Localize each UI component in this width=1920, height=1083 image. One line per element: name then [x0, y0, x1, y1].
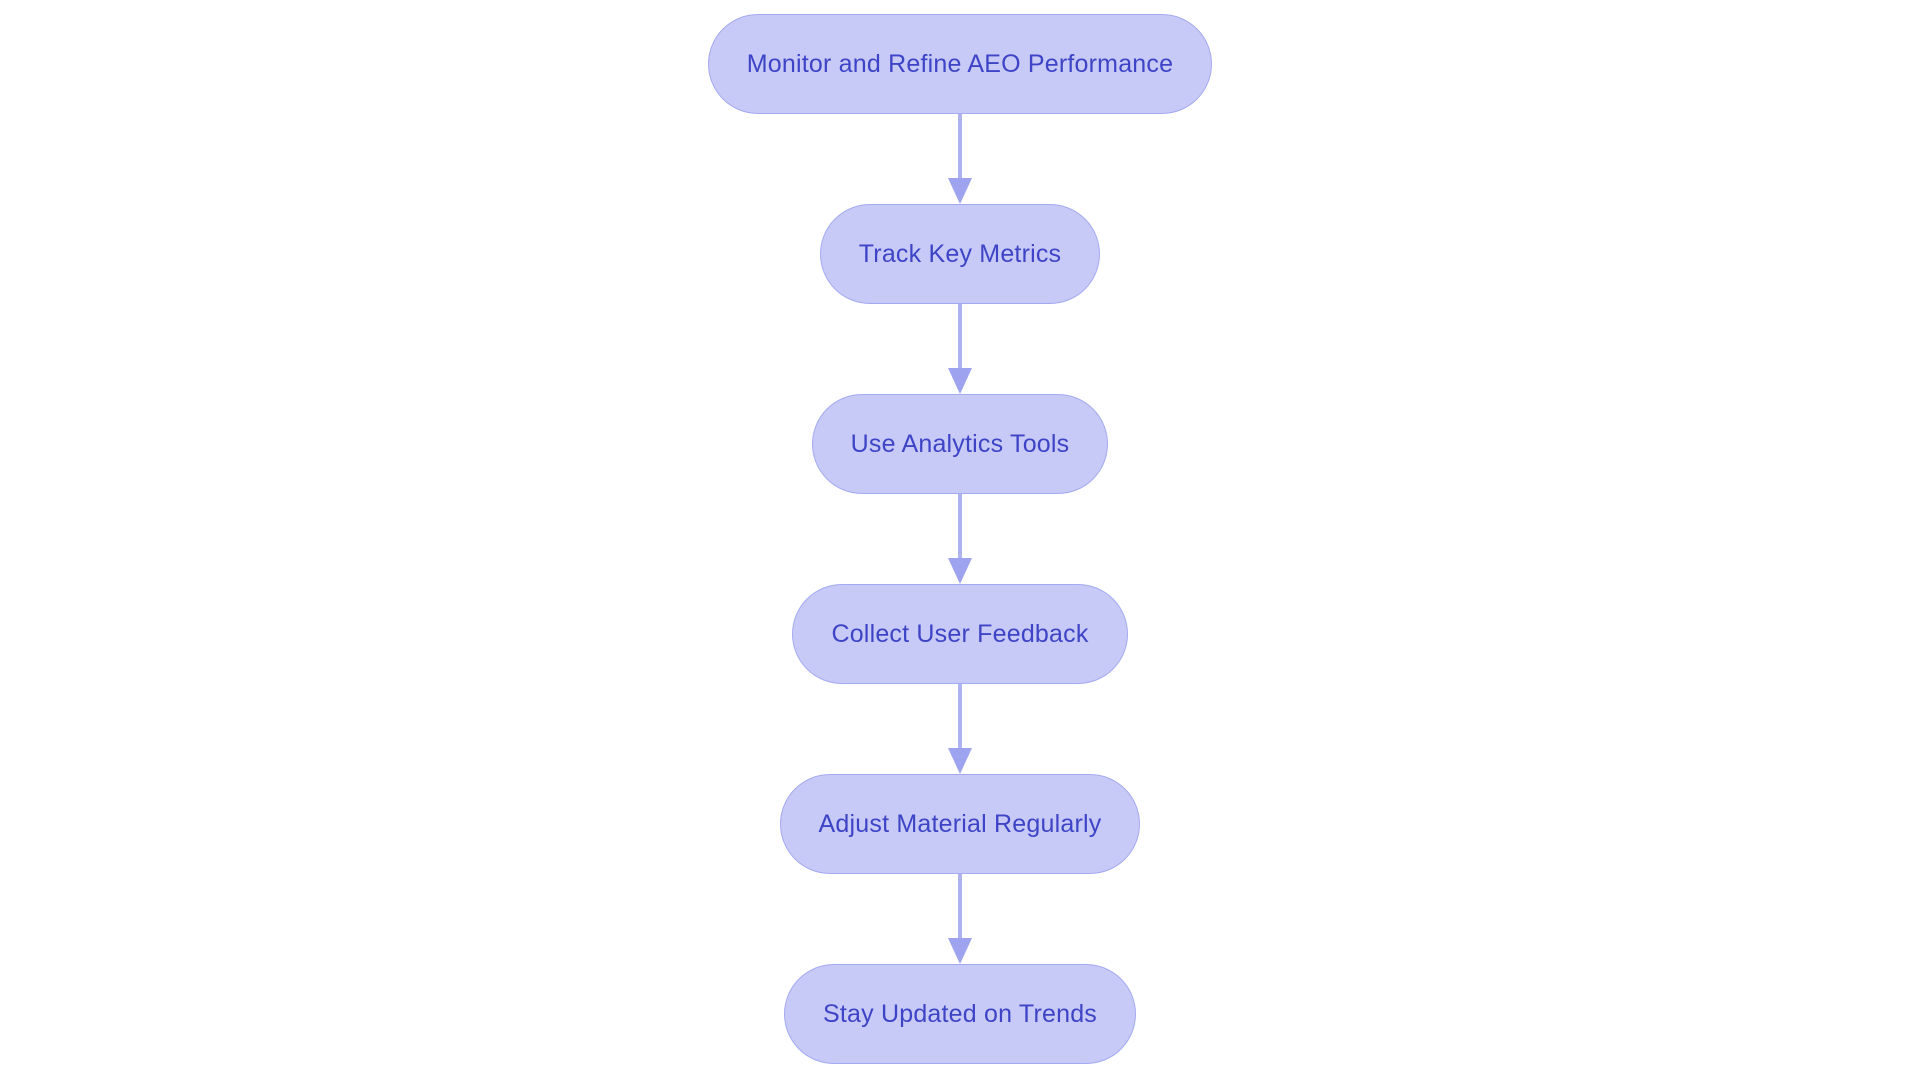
edge-arrow-3 — [948, 494, 972, 584]
flow-node-label: Monitor and Refine AEO Performance — [746, 49, 1174, 78]
arrowhead-down-icon — [948, 178, 972, 204]
arrow-line — [958, 684, 962, 749]
flow-node-1: Monitor and Refine AEO Performance — [707, 14, 1213, 114]
flow-node-label: Stay Updated on Trends — [822, 999, 1098, 1028]
arrowhead-down-icon — [948, 938, 972, 964]
arrowhead-down-icon — [948, 368, 972, 394]
flow-node-label: Use Analytics Tools — [850, 429, 1070, 458]
edge-arrow-5 — [948, 874, 972, 964]
flow-node-3: Use Analytics Tools — [811, 394, 1109, 494]
flow-node-label: Collect User Feedback — [831, 619, 1089, 648]
flow-node-6: Stay Updated on Trends — [783, 964, 1137, 1064]
flow-node-label: Track Key Metrics — [858, 239, 1062, 268]
flow-node-2: Track Key Metrics — [819, 204, 1101, 304]
flow-node-5: Adjust Material Regularly — [779, 774, 1141, 874]
arrow-line — [958, 494, 962, 559]
edge-arrow-1 — [948, 114, 972, 204]
arrow-line — [958, 114, 962, 179]
arrowhead-down-icon — [948, 748, 972, 774]
flow-node-4: Collect User Feedback — [792, 584, 1128, 684]
arrow-line — [958, 304, 962, 369]
arrowhead-down-icon — [948, 558, 972, 584]
arrow-line — [958, 874, 962, 939]
edge-arrow-4 — [948, 684, 972, 774]
edge-arrow-2 — [948, 304, 972, 394]
flow-node-label: Adjust Material Regularly — [818, 809, 1102, 838]
